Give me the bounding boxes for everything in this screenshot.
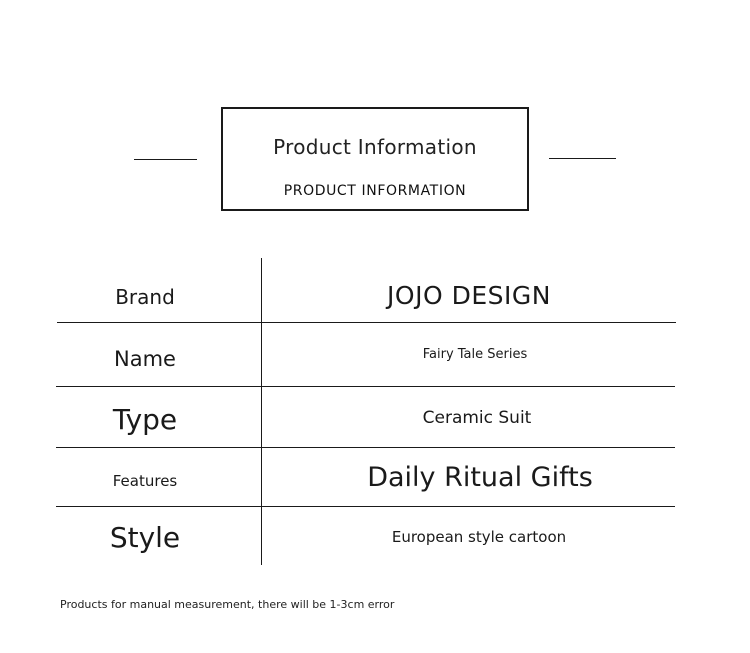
row-divider: [57, 322, 676, 323]
row-value-brand: JOJO DESIGN: [387, 281, 551, 310]
row-value-name: Fairy Tale Series: [422, 347, 528, 362]
page-title: Product Information: [273, 135, 477, 159]
row-value-style: European style cartoon: [391, 528, 567, 546]
measurement-note: Products for manual measurement, there w…: [60, 598, 395, 611]
title-box: Product Information PRODUCT INFORMATION: [221, 107, 529, 211]
row-divider: [56, 506, 675, 507]
row-divider: [56, 447, 675, 448]
row-value-type: Ceramic Suit: [422, 408, 532, 428]
row-label-type: Type: [112, 403, 178, 436]
row-value-features: Daily Ritual Gifts: [367, 462, 593, 493]
row-label-brand: Brand: [115, 285, 175, 309]
title-divider-left: [134, 159, 197, 160]
table-column-divider: [261, 258, 262, 565]
page-subtitle: PRODUCT INFORMATION: [283, 183, 467, 199]
row-label-features: Features: [112, 472, 178, 490]
row-label-style: Style: [109, 521, 181, 554]
title-divider-right: [549, 158, 616, 159]
row-divider: [56, 386, 675, 387]
row-label-name: Name: [114, 347, 176, 371]
